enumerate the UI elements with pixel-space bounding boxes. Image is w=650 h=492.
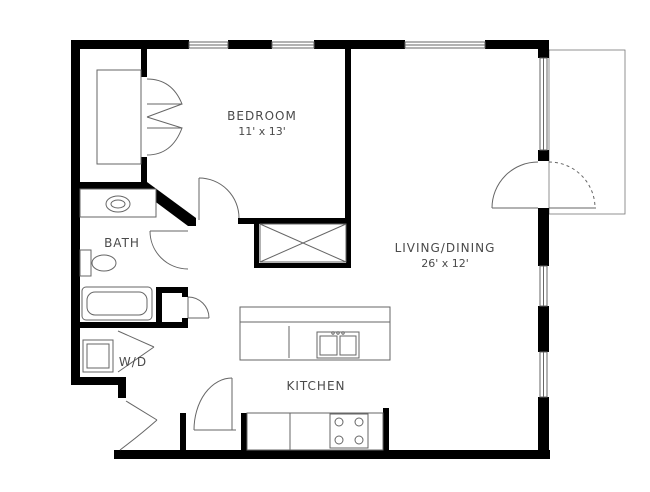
- bath-label: BATH: [104, 236, 140, 250]
- pantry-door: [193, 377, 236, 431]
- linen-closet: [259, 223, 347, 263]
- balcony: [548, 49, 626, 215]
- living-dining-label: LIVING/DINING: [395, 241, 496, 255]
- bath-fixtures: [79, 188, 157, 321]
- bedroom-dimensions: 11' x 13': [238, 125, 286, 138]
- washer-dryer-label: W/D: [119, 355, 147, 369]
- kitchen-counter: [246, 412, 384, 451]
- kitchen-island: [239, 306, 391, 361]
- exterior-walls: [71, 40, 550, 459]
- bedroom-label: BEDROOM: [227, 109, 297, 123]
- windows: [188, 41, 548, 398]
- washer-dryer: [82, 330, 155, 373]
- bedroom-door: [198, 177, 240, 220]
- kitchen-label: KITCHEN: [287, 379, 346, 393]
- bath-door: [149, 230, 210, 319]
- living-dining-dimensions: 26' x 12': [421, 257, 469, 270]
- bedroom-closet: [96, 69, 183, 165]
- entry-door: [119, 400, 158, 451]
- balcony-door: [491, 161, 596, 209]
